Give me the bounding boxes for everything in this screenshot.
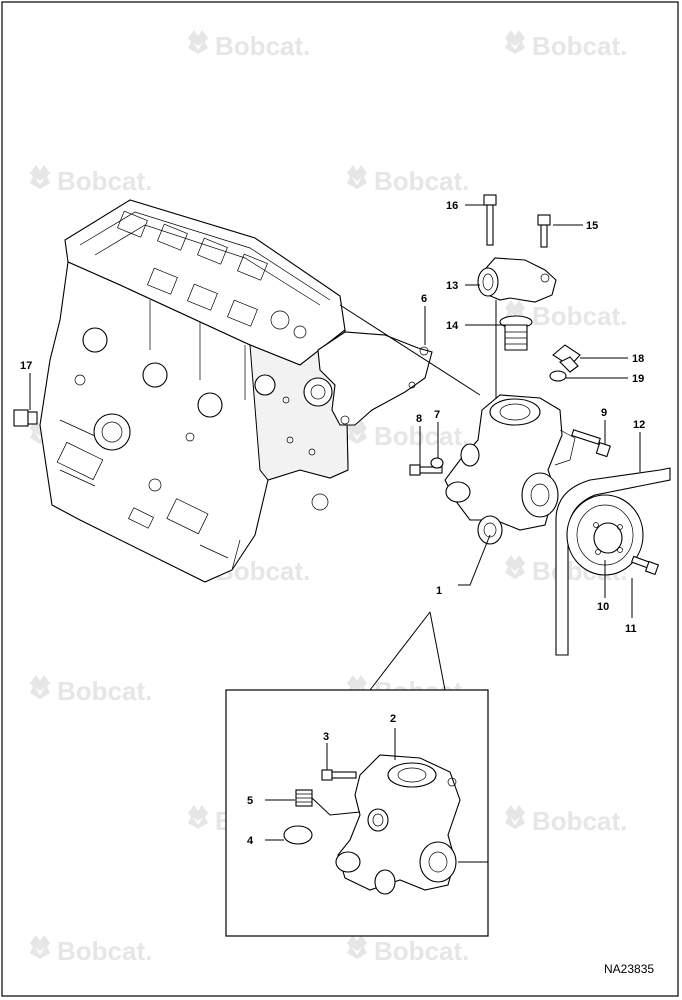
watermark-text: Bobcat. (374, 166, 469, 196)
watermark-text: Bobcat. (374, 936, 469, 966)
callout-9: 9 (601, 407, 607, 419)
callout-6: 6 (421, 293, 427, 305)
water-pump-housing-detail (335, 754, 461, 895)
bolt-part (630, 555, 660, 576)
o-ring-part (283, 825, 313, 845)
callout-1: 1 (436, 585, 442, 597)
callout-17: 17 (20, 360, 32, 372)
callout-19: 19 (632, 373, 644, 385)
callout-10: 10 (597, 601, 609, 613)
engine-block-drawing (13, 199, 349, 583)
thermostat-part (499, 315, 533, 351)
water-pump-part (444, 394, 576, 545)
bolt-part (409, 464, 443, 476)
drain-plug-part (13, 409, 38, 427)
watermark-text: Bobcat. (57, 936, 152, 966)
gasket-part (317, 331, 433, 426)
drawing-code: NA23835 (604, 962, 654, 976)
detail-leader-lines (265, 728, 396, 841)
callout-3: 3 (323, 731, 329, 743)
thermostat-housing-part (477, 257, 557, 303)
callout-labels: 1 2 3 4 5 6 7 8 9 10 11 12 13 14 15 16 1… (20, 200, 645, 847)
watermark-text: Bobcat. (532, 806, 627, 836)
leader-lines (29, 204, 641, 691)
watermark-text: Bobcat. (532, 301, 627, 331)
bolt-part (537, 214, 551, 248)
callout-15: 15 (586, 220, 598, 232)
callout-5: 5 (247, 795, 253, 807)
watermark-text: Bobcat. (57, 166, 152, 196)
callout-2: 2 (390, 713, 396, 725)
watermark-text: Bobcat. (57, 676, 152, 706)
bolt-part (321, 769, 357, 781)
watermark-text: Bobcat. (532, 31, 627, 61)
callout-7: 7 (434, 409, 440, 421)
watermark-text: Bobcat. (374, 421, 469, 451)
stud-part (295, 789, 313, 807)
callout-11: 11 (625, 623, 637, 635)
callout-16: 16 (446, 200, 458, 212)
callout-8: 8 (416, 413, 422, 425)
washer-part (430, 457, 444, 469)
bolt-part (483, 194, 497, 246)
watermark-text: Bobcat. (215, 31, 310, 61)
washer-part (549, 370, 567, 382)
pulley-part (566, 494, 644, 576)
callout-14: 14 (446, 320, 459, 332)
callout-4: 4 (247, 835, 254, 847)
callout-12: 12 (633, 419, 645, 431)
bolt-part (571, 429, 611, 458)
callout-13: 13 (446, 280, 458, 292)
callout-18: 18 (632, 353, 644, 365)
plug-part (552, 344, 581, 373)
